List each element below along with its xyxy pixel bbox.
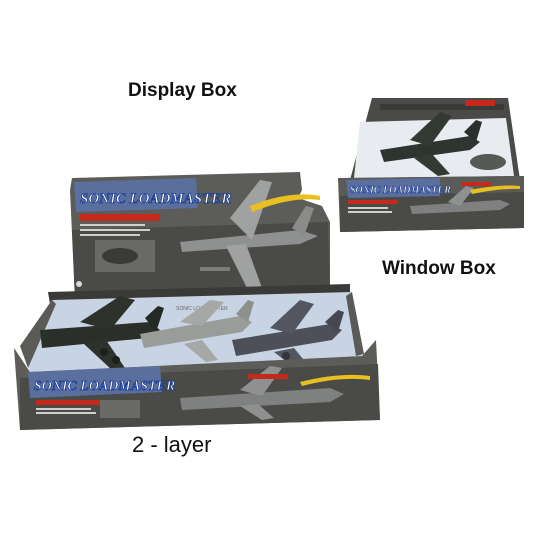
window-box: SONIC LOADMASTER [338, 98, 524, 232]
front-brand-text: SONIC LOADMASTER [34, 379, 175, 394]
dark-plane [40, 296, 164, 370]
two-layer-label: 2 - layer [132, 432, 212, 457]
window-plane [380, 112, 482, 176]
grey-plane [140, 300, 254, 362]
display-box-brand-banner [74, 178, 198, 212]
display-box-brand-text: SONIC LOADMASTER [80, 191, 231, 207]
display-box: SONIC LOADMASTER SONIC LOADMASTER [14, 172, 380, 430]
window-brand-text: SONIC LOADMASTER [350, 185, 451, 196]
red-info-strip [80, 214, 160, 221]
front-brand-banner [28, 366, 162, 398]
window-front-plane-illustration [410, 186, 510, 214]
front-plane-illustration [180, 366, 344, 420]
warning-icon [76, 281, 82, 287]
small-vehicle [470, 154, 506, 170]
display-box-label: Display Box [128, 80, 237, 101]
yellow-swoosh [250, 194, 320, 212]
header-plane-illustration [180, 180, 318, 290]
window-box-label: Window Box [382, 258, 496, 279]
